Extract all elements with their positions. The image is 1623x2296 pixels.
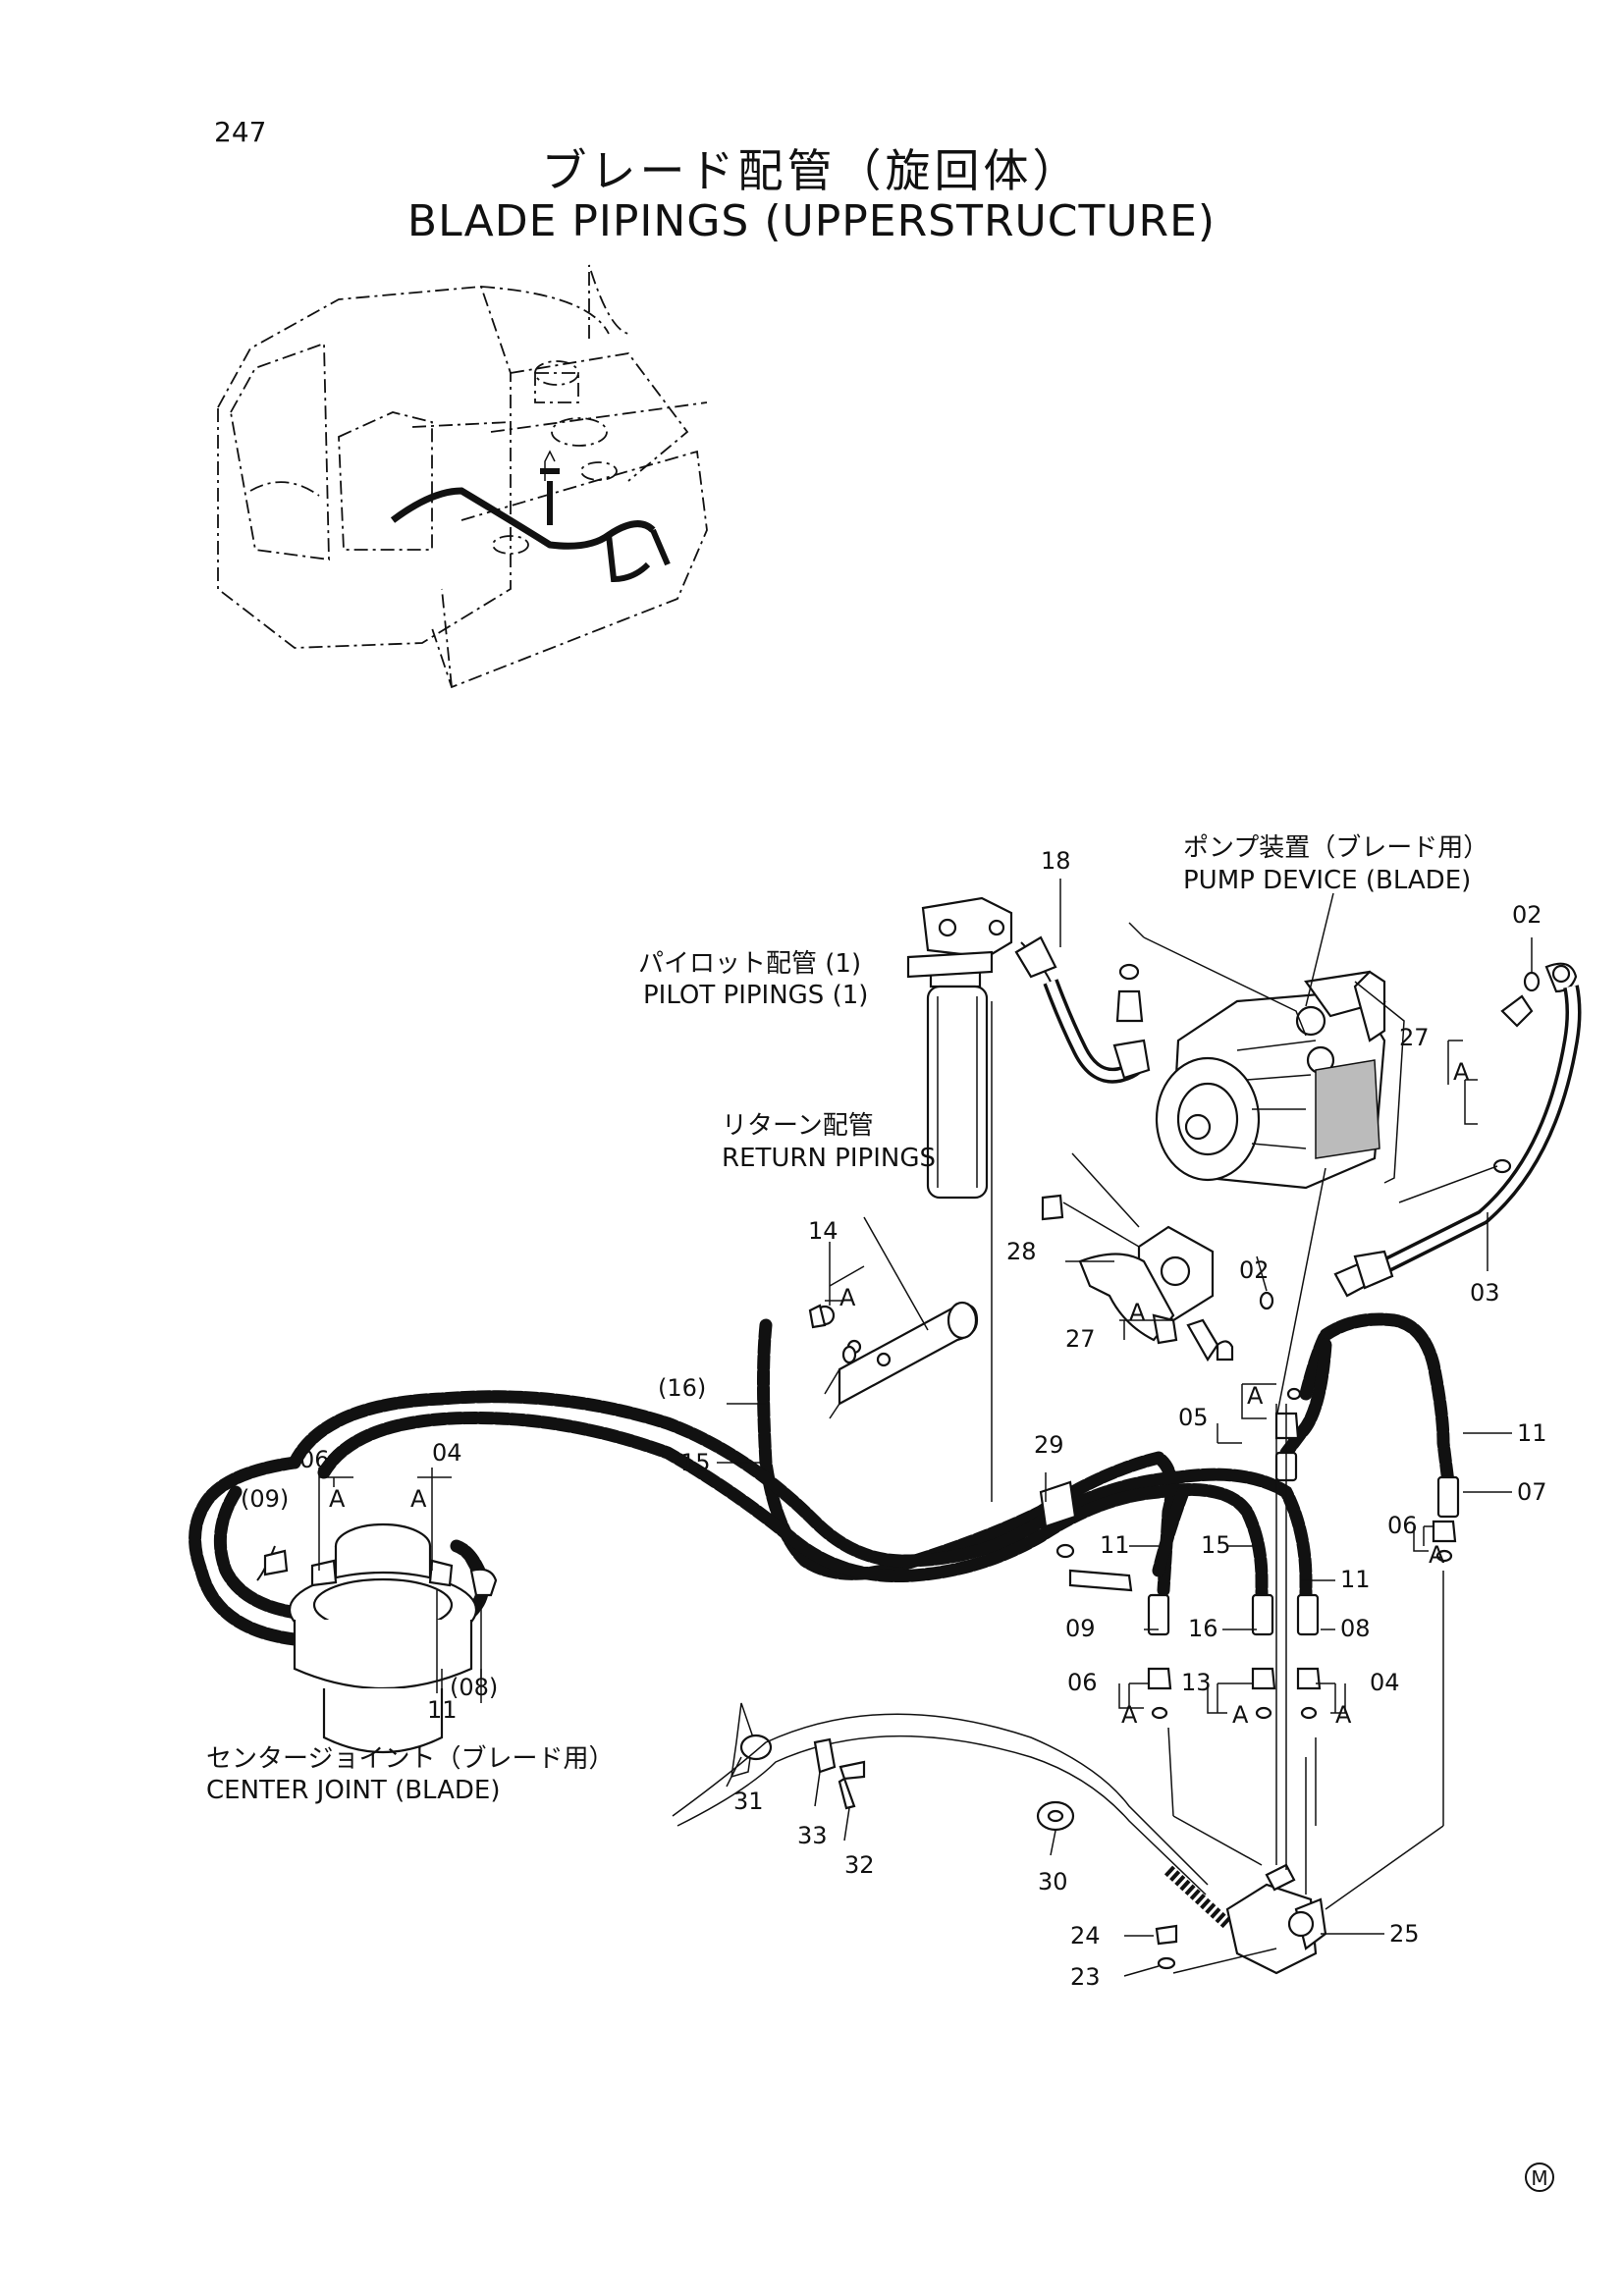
label-pilot-pipings-en: PILOT PIPINGS (1) xyxy=(643,981,868,1010)
callout-a: A xyxy=(410,1485,427,1513)
callout-a: A xyxy=(1247,1382,1264,1410)
callout-28: 28 xyxy=(1006,1238,1037,1265)
callout-06: 06 xyxy=(1067,1669,1098,1696)
excavator-overview-illustration xyxy=(217,264,708,689)
callout-30: 30 xyxy=(1038,1868,1068,1896)
flange-28 xyxy=(1041,1152,1234,1362)
blade-valve-illustration xyxy=(672,1404,1444,1975)
label-pump-device-jp: ポンプ装置（ブレード用） xyxy=(1183,833,1488,863)
pilot-filter-illustration xyxy=(906,896,1013,1502)
bracket-markers xyxy=(319,1300,1429,1714)
label-pilot-pipings-jp: パイロット配管 (1) xyxy=(638,949,861,979)
center-joint-illustration xyxy=(256,1522,498,1754)
callout-09-ref: (09) xyxy=(241,1485,289,1513)
callout-07: 07 xyxy=(1517,1478,1547,1506)
callout-24: 24 xyxy=(1070,1922,1101,1949)
mark-m: M xyxy=(1531,2166,1547,2190)
callout-a: A xyxy=(1232,1701,1249,1729)
callout-11: 11 xyxy=(1100,1531,1130,1559)
callout-11: 11 xyxy=(427,1696,458,1724)
callout-18: 18 xyxy=(1041,847,1071,875)
hose-18 xyxy=(1014,935,1151,1084)
callout-33: 33 xyxy=(797,1822,828,1849)
callout-27: 27 xyxy=(1399,1024,1430,1051)
callout-29: 29 xyxy=(1034,1431,1064,1459)
callout-15: 15 xyxy=(680,1449,711,1476)
callout-11: 11 xyxy=(1340,1566,1371,1593)
pump-device-illustration xyxy=(1128,922,1405,1419)
label-return-pipings-jp: リターン配管 xyxy=(722,1111,874,1141)
leader-lines xyxy=(318,879,1533,1977)
callout-a: A xyxy=(1453,1058,1470,1086)
callout-a: A xyxy=(1335,1701,1352,1729)
callout-15: 15 xyxy=(1201,1531,1231,1559)
callout-a: A xyxy=(839,1284,856,1311)
callout-25: 25 xyxy=(1389,1920,1420,1948)
callout-a: A xyxy=(329,1485,346,1513)
manufacturer-mark: M xyxy=(1525,2163,1554,2192)
callout-04: 04 xyxy=(1370,1669,1400,1696)
label-center-joint-jp: センタージョイント（ブレード用） xyxy=(206,1744,614,1774)
pump-fittings xyxy=(1115,962,1578,1203)
callout-03: 03 xyxy=(1470,1279,1500,1307)
callout-14: 14 xyxy=(808,1217,839,1245)
callout-02: 02 xyxy=(1239,1256,1270,1284)
callout-16-ref: (16) xyxy=(658,1374,706,1402)
label-return-pipings-en: RETURN PIPINGS xyxy=(722,1144,936,1173)
callout-a: A xyxy=(1129,1299,1146,1326)
callout-08: 08 xyxy=(1340,1615,1371,1642)
callout-04: 04 xyxy=(432,1439,462,1467)
callout-08-ref: (08) xyxy=(450,1674,498,1701)
callout-a: A xyxy=(1121,1701,1138,1729)
title-english: BLADE PIPINGS (UPPERSTRUCTURE) xyxy=(406,196,1217,246)
callout-06: 06 xyxy=(299,1446,330,1473)
label-pump-device-en: PUMP DEVICE (BLADE) xyxy=(1183,866,1471,895)
callout-a: A xyxy=(1429,1541,1445,1569)
callout-13: 13 xyxy=(1181,1669,1212,1696)
page-number: 247 xyxy=(214,116,267,148)
callout-31: 31 xyxy=(733,1788,764,1815)
title-japanese: ブレード配管（旋回体） xyxy=(541,144,1082,197)
callout-16: 16 xyxy=(1188,1615,1218,1642)
callout-05: 05 xyxy=(1178,1404,1209,1431)
callout-27: 27 xyxy=(1065,1325,1096,1353)
callout-32: 32 xyxy=(844,1851,875,1879)
hose-03 xyxy=(1259,985,1582,1310)
callout-06: 06 xyxy=(1387,1512,1418,1539)
callout-23: 23 xyxy=(1070,1963,1101,1991)
callout-11: 11 xyxy=(1517,1419,1547,1447)
callout-02: 02 xyxy=(1512,901,1542,929)
return-pipe xyxy=(808,1216,979,1419)
callout-09: 09 xyxy=(1065,1615,1096,1642)
label-center-joint-en: CENTER JOINT (BLADE) xyxy=(206,1776,501,1805)
